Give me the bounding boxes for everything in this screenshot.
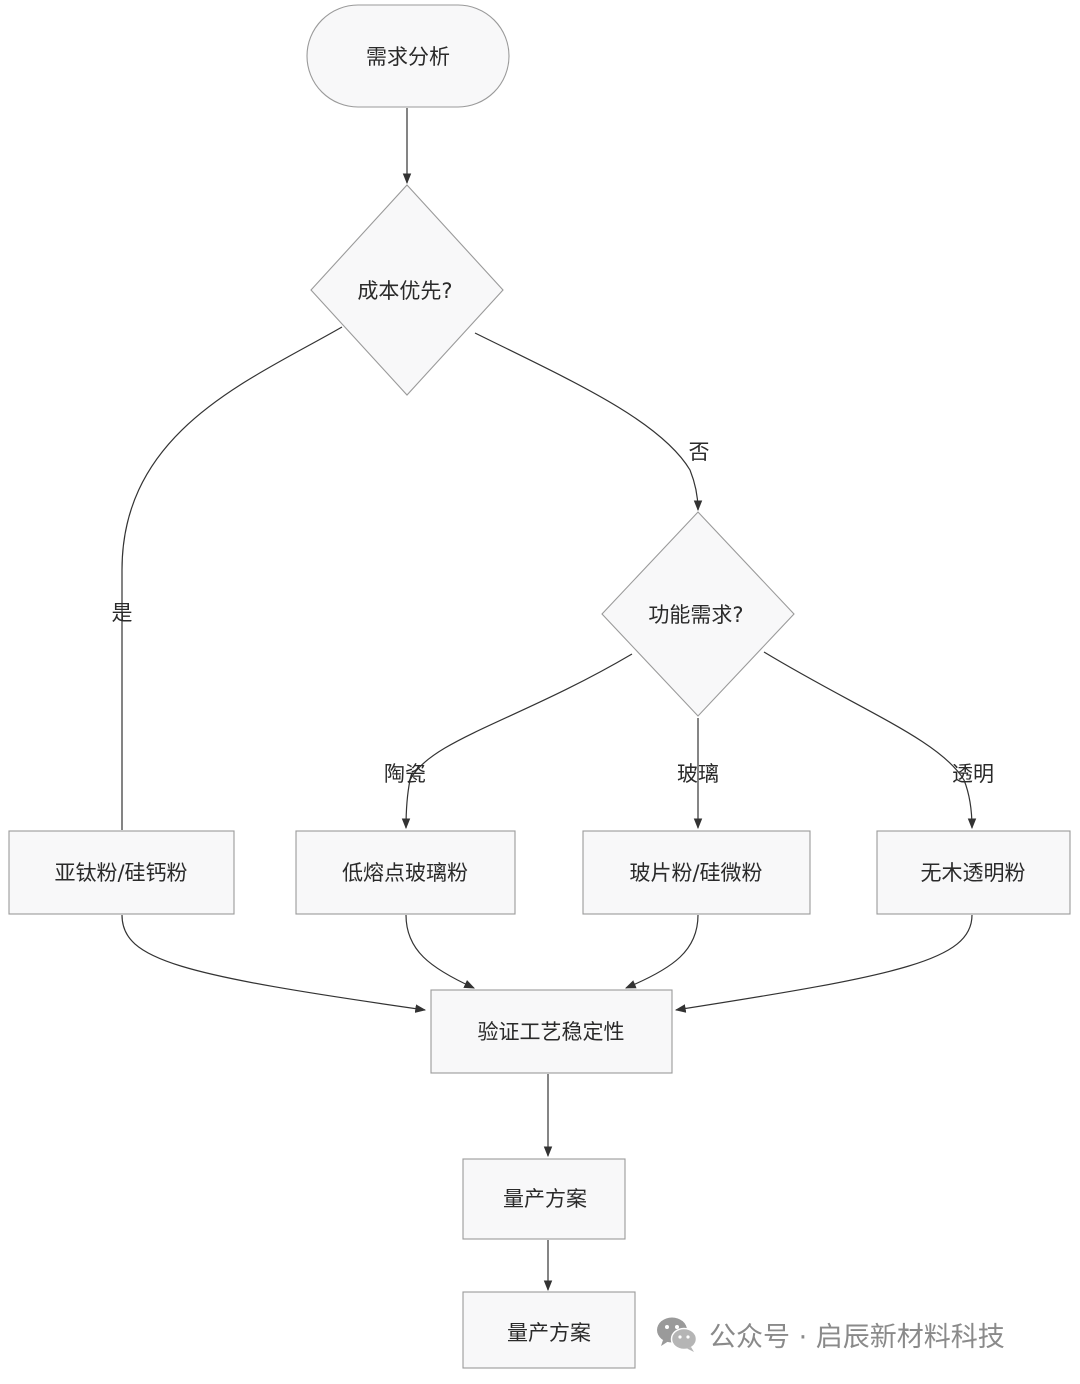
node-mass-production-1: 量产方案 — [462, 1158, 626, 1240]
node-low-melt-glass: 低熔点玻璃粉 — [295, 830, 516, 915]
edges — [121, 108, 977, 1292]
edge-cost-no — [474, 332, 703, 512]
node-decision-cost: 成本优先? — [310, 184, 504, 396]
edge-label-no: 否 — [689, 440, 710, 464]
node-verify-label: 验证工艺稳定性 — [478, 1020, 625, 1044]
edge-transparent-to-verify — [674, 914, 973, 1013]
node-verify: 验证工艺稳定性 — [430, 989, 673, 1074]
node-titanium: 亚钛粉/硅钙粉 — [8, 830, 235, 915]
node-mass-production-2-label: 量产方案 — [507, 1321, 591, 1345]
node-low-melt-glass-label: 低熔点玻璃粉 — [342, 861, 468, 885]
edge-label-transparent: 透明 — [952, 762, 994, 786]
watermark-text: 公众号 · 启辰新材料科技 — [709, 1315, 1005, 1354]
node-transparent: 无木透明粉 — [876, 830, 1071, 915]
edge-titanium-to-verify — [121, 914, 427, 1013]
watermark-name: 启辰新材料科技 — [815, 1321, 1005, 1353]
node-decision-function-label: 功能需求? — [648, 603, 743, 627]
watermark-prefix: 公众号 · — [709, 1321, 816, 1353]
node-start: 需求分析 — [306, 4, 510, 108]
node-decision-cost-label: 成本优先? — [357, 279, 452, 303]
node-mass-production-2: 量产方案 — [462, 1291, 636, 1369]
edge-lowmelt-to-verify — [405, 914, 475, 989]
node-start-label: 需求分析 — [366, 45, 450, 69]
edge-function-ceramic — [401, 653, 633, 830]
node-glass-flake-label: 玻片粉/硅微粉 — [629, 861, 762, 885]
edge-label-yes: 是 — [112, 601, 133, 625]
node-mass-production-1-label: 量产方案 — [503, 1187, 587, 1211]
node-transparent-label: 无木透明粉 — [921, 861, 1026, 885]
edge-cost-yes — [121, 326, 343, 830]
node-titanium-label: 亚钛粉/硅钙粉 — [54, 861, 187, 885]
wechat-icon — [657, 1317, 698, 1352]
watermark: 公众号 · 启辰新材料科技 — [655, 1312, 1005, 1356]
node-glass-flake: 玻片粉/硅微粉 — [582, 830, 811, 915]
edge-flake-to-verify — [625, 914, 699, 989]
edge-label-ceramic: 陶瓷 — [384, 762, 426, 786]
edge-function-transparent — [763, 651, 977, 830]
edge-label-glass: 玻璃 — [677, 762, 719, 786]
node-decision-function: 功能需求? — [601, 511, 795, 717]
